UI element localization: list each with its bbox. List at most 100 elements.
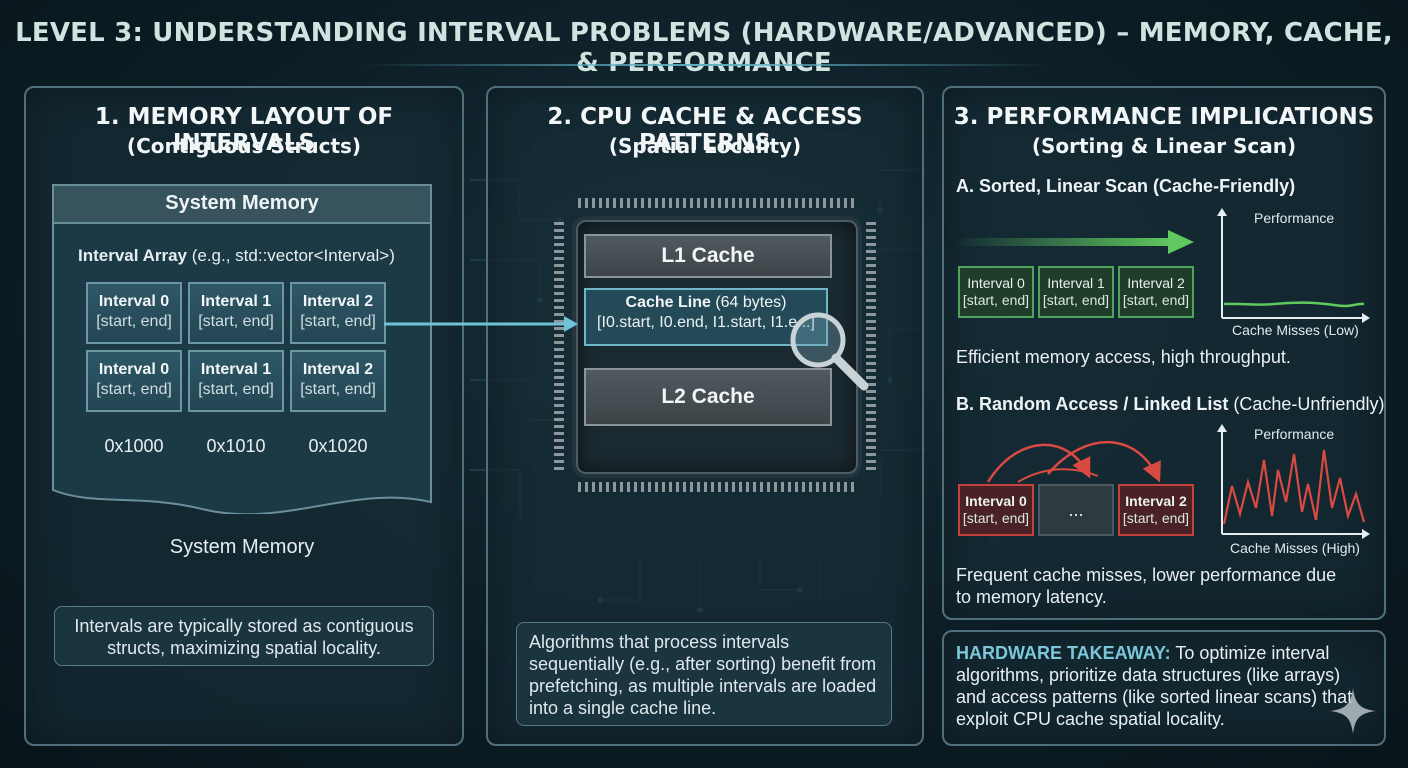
cell-range: [start, end] xyxy=(1122,292,1190,308)
panel2-subheading: (Spatial Locality) xyxy=(608,134,802,158)
chip-pin xyxy=(866,250,876,253)
chip-pin xyxy=(866,306,876,309)
chip-pin xyxy=(866,229,876,232)
chip-pin xyxy=(554,418,564,421)
chip-pin xyxy=(866,327,876,330)
chip-pin xyxy=(554,257,564,260)
chip-pin xyxy=(655,482,658,492)
chip-pin xyxy=(554,383,564,386)
chip-pin xyxy=(554,390,564,393)
panel3-subheading: (Sorting & Linear Scan) xyxy=(1031,134,1297,158)
panel2-note: Algorithms that process intervals sequen… xyxy=(516,622,892,726)
chip-pin xyxy=(554,362,564,365)
cell-range: [start, end] xyxy=(962,292,1030,308)
chip-pin xyxy=(802,198,805,208)
cell-name: Interval 1 xyxy=(200,361,272,378)
system-memory-caption: System Memory xyxy=(169,536,315,558)
panel-performance: 3. PERFORMANCE IMPLICATIONS (Sorting & L… xyxy=(942,86,1386,620)
chip-pin xyxy=(746,482,749,492)
chip-pin xyxy=(809,482,812,492)
chip-pin xyxy=(669,198,672,208)
chip-pin xyxy=(767,198,770,208)
chip-pin xyxy=(866,376,876,379)
chart-b-x-label: Cache Misses (High) xyxy=(1230,540,1360,556)
chip-pin xyxy=(866,390,876,393)
chip-pin xyxy=(554,355,564,358)
chip-pin xyxy=(866,271,876,274)
chip-pin xyxy=(866,453,876,456)
chip-pin xyxy=(866,355,876,358)
takeaway-text: HARDWARE TAKEAWAY: To optimize interval … xyxy=(956,642,1366,730)
chart-b-axes xyxy=(1217,424,1370,539)
chip-pin xyxy=(676,198,679,208)
chip-pin xyxy=(634,198,637,208)
chip-pin xyxy=(662,198,665,208)
chip-pin xyxy=(613,482,616,492)
cell-name: Interval 0 xyxy=(967,275,1025,291)
chip-pin xyxy=(641,198,644,208)
chip-pin xyxy=(781,198,784,208)
chip-pin xyxy=(634,482,637,492)
chart-a-y-label: Performance xyxy=(1254,210,1335,226)
cache-line-block: Cache Line (64 bytes) [I0.start, I0.end,… xyxy=(584,288,828,346)
chip-pin xyxy=(554,271,564,274)
chip-pin xyxy=(554,327,564,330)
chip-pin xyxy=(725,198,728,208)
chip-pin xyxy=(641,482,644,492)
memory-cell: Interval 1[start, end] xyxy=(188,282,284,344)
chart-a-x-label: Cache Misses (Low) xyxy=(1232,322,1359,338)
chip-pin xyxy=(554,306,564,309)
chip-pin xyxy=(866,320,876,323)
section-b-heading-bold: B. Random Access / Linked List xyxy=(956,394,1229,414)
interval-array-label: Interval Array (e.g., std::vector<Interv… xyxy=(78,246,395,266)
chip-pin xyxy=(554,278,564,281)
chip-pin xyxy=(746,198,749,208)
chip-pin xyxy=(866,285,876,288)
chip-pin xyxy=(866,257,876,260)
cpu-chip: L1 Cache Cache Line (64 bytes) [I0.start… xyxy=(576,220,858,474)
panel-cpu-cache: 2. CPU CACHE & ACCESS PATTERNS (Spatial … xyxy=(486,86,924,746)
title-divider xyxy=(360,64,1050,66)
chip-pin xyxy=(554,334,564,337)
chip-pin xyxy=(725,482,728,492)
chip-pin xyxy=(753,198,756,208)
chip-pin xyxy=(554,404,564,407)
cell-range: [start, end] xyxy=(96,381,172,398)
chip-pin xyxy=(795,482,798,492)
memory-cell: Interval 0[start, end] xyxy=(86,282,182,344)
panel2-heading: 2. CPU CACHE & ACCESS PATTERNS xyxy=(547,104,863,156)
chip-pins xyxy=(554,198,876,492)
chip-pin xyxy=(739,198,742,208)
system-memory-document: System Memory Interval Array (e.g., std:… xyxy=(52,184,432,514)
memory-cell: Interval 0 [start, end] xyxy=(86,350,182,412)
chip-pin xyxy=(866,334,876,337)
random-cell: Interval 0[start, end] xyxy=(958,484,1034,536)
chip-pin xyxy=(704,482,707,492)
chip-pin xyxy=(718,482,721,492)
chip-pin xyxy=(554,425,564,428)
chip-pin xyxy=(837,198,840,208)
cell-name: Interval 0 xyxy=(98,293,170,310)
cell-name: Interval 2 xyxy=(302,361,374,378)
l2-cache-block: L2 Cache xyxy=(584,368,832,426)
chip-pin xyxy=(690,482,693,492)
chip-pin xyxy=(627,482,630,492)
memory-address: 0x1010 xyxy=(206,436,266,456)
memory-cell: Interval 1[start, end] xyxy=(188,350,284,412)
chip-pin xyxy=(599,482,602,492)
chip-pin xyxy=(669,482,672,492)
takeaway-label: HARDWARE TAKEAWAY: xyxy=(956,643,1171,663)
chip-pin xyxy=(606,198,609,208)
chip-pin xyxy=(648,198,651,208)
chart-b-line xyxy=(1222,449,1366,525)
section-b-heading-rest: (Cache-Unfriendly) xyxy=(1228,394,1385,414)
panel-memory-layout: 1. MEMORY LAYOUT OF INTERVALS (Contiguou… xyxy=(24,86,464,746)
chip-pin xyxy=(866,411,876,414)
chip-pin xyxy=(816,482,819,492)
chip-pin xyxy=(578,482,581,492)
cell-range: [start, end] xyxy=(1042,292,1110,308)
chip-pin xyxy=(554,285,564,288)
chip-pin xyxy=(866,236,876,239)
chip-pin xyxy=(866,439,876,442)
cell-name: Interval 0 xyxy=(98,361,170,378)
